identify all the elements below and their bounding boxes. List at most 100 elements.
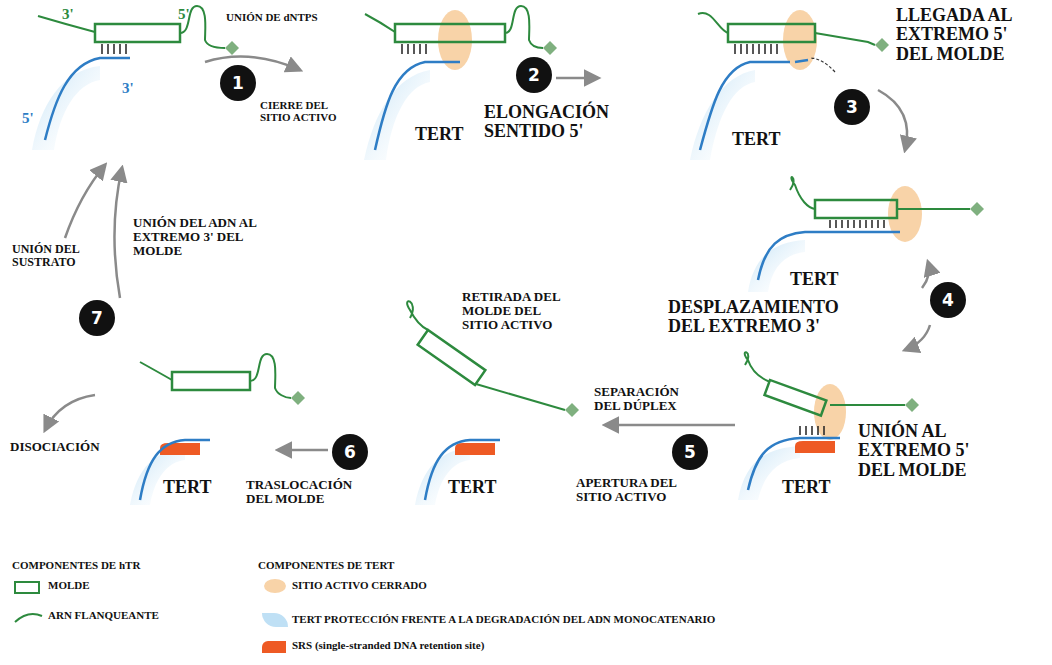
annotation-label: APERTURA DEL SITIO ACTIVO: [576, 476, 691, 504]
step-label: ELONGACIÓN SENTIDO 5': [484, 103, 624, 142]
htr-rna: [395, 24, 505, 42]
base-pair: [735, 44, 777, 54]
annotation-label: UNIÓN DEL ADN AL EXTREMO 3' DEL MOLDE: [133, 216, 283, 258]
rna-end-diamond: [225, 38, 984, 417]
base-pair: [830, 220, 884, 228]
htr-rna: [830, 404, 905, 406]
step-arrow: [205, 57, 300, 70]
callout-number: 2: [516, 57, 552, 93]
htr-rna: [745, 352, 770, 382]
annotation-label: 5': [22, 110, 34, 126]
callout-number: 4: [930, 282, 966, 318]
htr-rna: [407, 301, 428, 330]
callout-number: 7: [79, 300, 115, 336]
rna-end-diamond: [291, 391, 305, 405]
legend-text: SITIO ACTIVO CERRADO: [292, 580, 427, 592]
step-arrow: [922, 262, 929, 288]
step-label: UNIÓN AL EXTREMO 5' DEL MOLDE: [858, 422, 1008, 480]
annotation-label: COMPONENTES DE TERT: [258, 560, 394, 572]
step-label: TERT: [732, 130, 780, 149]
base-pair: [102, 44, 126, 54]
htr-rna: [765, 380, 827, 416]
htr-rna: [418, 330, 486, 385]
callout-number: 6: [332, 434, 368, 470]
rna-end-diamond: [225, 41, 239, 55]
srs-site: [455, 443, 495, 455]
rna-end-diamond: [565, 403, 579, 417]
callout-number-text: 3: [846, 97, 858, 117]
dna-strand: [45, 58, 130, 140]
dna-strand: [45, 58, 900, 500]
step-arrow: [605, 424, 735, 427]
step-arrow: [45, 395, 95, 430]
annotation-label: CIERRE DEL SITIO ACTIVO: [260, 100, 350, 124]
htr-rna: [140, 362, 172, 380]
htr-rna: [365, 14, 395, 32]
legend-text: MOLDE: [48, 580, 90, 592]
step-arrow: [556, 77, 598, 80]
callout-number-text: 6: [344, 442, 356, 462]
callout-number-text: 5: [684, 442, 696, 462]
active-site: [814, 384, 846, 440]
htr-rna: [815, 33, 875, 45]
srs-site: [160, 441, 835, 455]
htr-rna: [790, 177, 815, 209]
annotation-label: RETIRADA DEL MOLDE DEL SITIO ACTIVO: [462, 290, 567, 332]
rna-end-diamond: [970, 202, 984, 216]
step-arrow: [278, 449, 328, 452]
srs-site: [795, 441, 835, 453]
legend-swatch: [264, 579, 286, 593]
legend-text: TERT PROTECCIÓN FRENTE A LA DEGRADACIÓN …: [292, 614, 715, 626]
htr-rna: [476, 384, 565, 410]
step-label: TERT: [782, 478, 830, 497]
step-label: TERT: [163, 478, 211, 497]
active-site: [888, 186, 922, 242]
htr-rna: [698, 13, 728, 33]
step-label: DESPLAZAMIENTO DEL EXTREMO 3': [668, 298, 868, 337]
rna-end-diamond: [905, 398, 919, 412]
step-label: LLEGADA AL EXTREMO 5' DEL MOLDE: [896, 6, 1026, 64]
dna-strand: [795, 60, 808, 62]
callout-number: 3: [834, 89, 870, 125]
active-site: [438, 10, 922, 440]
dna-strand: [425, 440, 500, 500]
callout-number-text: 2: [528, 65, 540, 85]
dntp-incorporation: [810, 58, 835, 72]
htr-rna: [728, 24, 815, 42]
annotation-label: COMPONENTES DE hTR: [12, 560, 140, 572]
callout-number-text: 1: [232, 73, 244, 93]
htr-rna: [172, 372, 250, 390]
base-pair: [102, 44, 884, 435]
htr-rna: [505, 6, 543, 48]
legend-swatch: [262, 641, 286, 653]
legend-text: ARN FLANQUEANTE: [48, 610, 159, 622]
dna-strand: [700, 62, 790, 150]
legend-rna-sample: [15, 614, 42, 622]
annotation-label: 3': [122, 80, 134, 96]
callout-number: 5: [672, 434, 708, 470]
step-arrow: [878, 90, 907, 150]
rna-end-diamond: [875, 38, 889, 52]
base-pair: [800, 426, 824, 435]
step-label: TERT: [415, 125, 463, 144]
annotation-label: DISOCIACIÓN: [10, 440, 100, 454]
annotation-label: 5': [178, 6, 190, 22]
tert-shade: [32, 66, 100, 150]
tert-shade: [32, 66, 805, 505]
legend-text: SRS (single-stranded DNA retention site): [292, 640, 484, 652]
step-arrow: [45, 57, 930, 450]
htr-rna: [38, 6, 970, 416]
htr-rna: [95, 24, 180, 42]
step-label: TERT: [790, 270, 838, 289]
annotation-label: UNIÓN DE dNTPS: [226, 12, 318, 24]
legend-swatch: [262, 613, 288, 627]
step-label: TERT: [448, 478, 496, 497]
callout-number: 1: [220, 65, 256, 101]
htr-rna: [250, 354, 291, 398]
htr-rna: [897, 208, 970, 210]
annotation-label: TRASLOCACIÓN DEL MOLDE: [246, 478, 356, 506]
base-pair: [402, 44, 426, 54]
callout-number-text: 7: [91, 308, 103, 328]
